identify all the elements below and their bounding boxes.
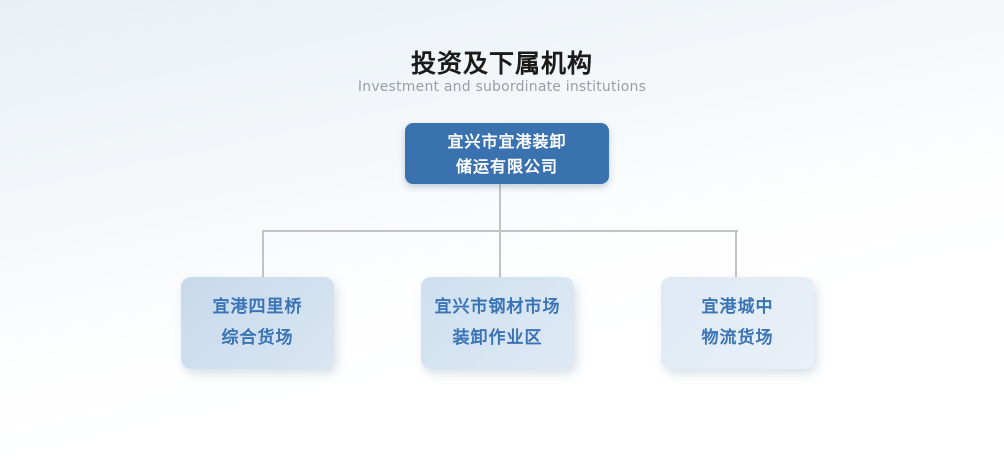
connector-left-vertical [262, 231, 264, 277]
page-title: 投资及下属机构 [410, 49, 593, 78]
org-node-child-steel-market: 宜兴市钢材市场 装卸作业区 [421, 277, 574, 369]
org-node-child-chengzhong: 宜港城中 物流货场 [661, 277, 814, 369]
connector-right-vertical [735, 231, 737, 277]
org-node-root-label-line1: 宜兴市宜港装卸 [447, 131, 567, 151]
org-node-root-label-line2: 储运有限公司 [455, 156, 558, 176]
org-node-label-line1: 宜港城中 [701, 297, 774, 317]
org-node-label-line2: 综合货场 [221, 328, 294, 348]
connector-middle-vertical [499, 231, 501, 277]
org-node-label-line1: 宜港四里桥 [212, 297, 303, 317]
connector-root-vertical [499, 184, 501, 231]
org-node-child-siliqiao: 宜港四里桥 综合货场 [181, 277, 334, 369]
org-node-root: 宜兴市宜港装卸 储运有限公司 [405, 123, 609, 184]
org-node-label-line2: 装卸作业区 [452, 328, 543, 348]
page-subtitle: Investment and subordinate institutions [357, 79, 647, 95]
org-node-label-line1: 宜兴市钢材市场 [434, 297, 561, 317]
org-node-label-line2: 物流货场 [701, 328, 774, 348]
